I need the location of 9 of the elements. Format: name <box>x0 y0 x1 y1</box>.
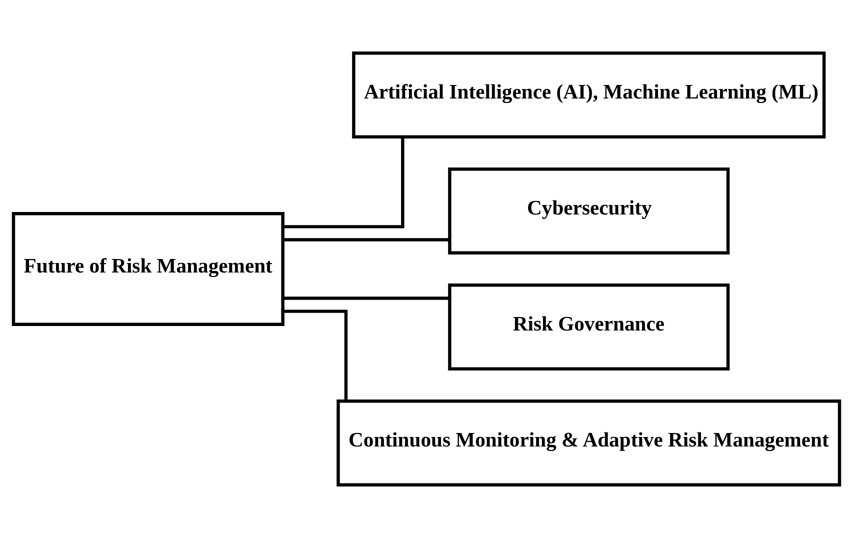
node-box: Risk Governance <box>448 283 730 370</box>
connector <box>282 309 348 400</box>
node-box: Cybersecurity <box>448 167 730 254</box>
connector <box>283 238 450 241</box>
node-box: Continuous Monitoring & Adaptive Risk Management <box>336 398 842 486</box>
node-box: Artificial Intelligence (AI), Machine Learning (ML) <box>352 51 826 138</box>
connector <box>282 136 404 228</box>
connector <box>283 296 450 300</box>
node-box: Future of Risk Management <box>12 211 284 326</box>
